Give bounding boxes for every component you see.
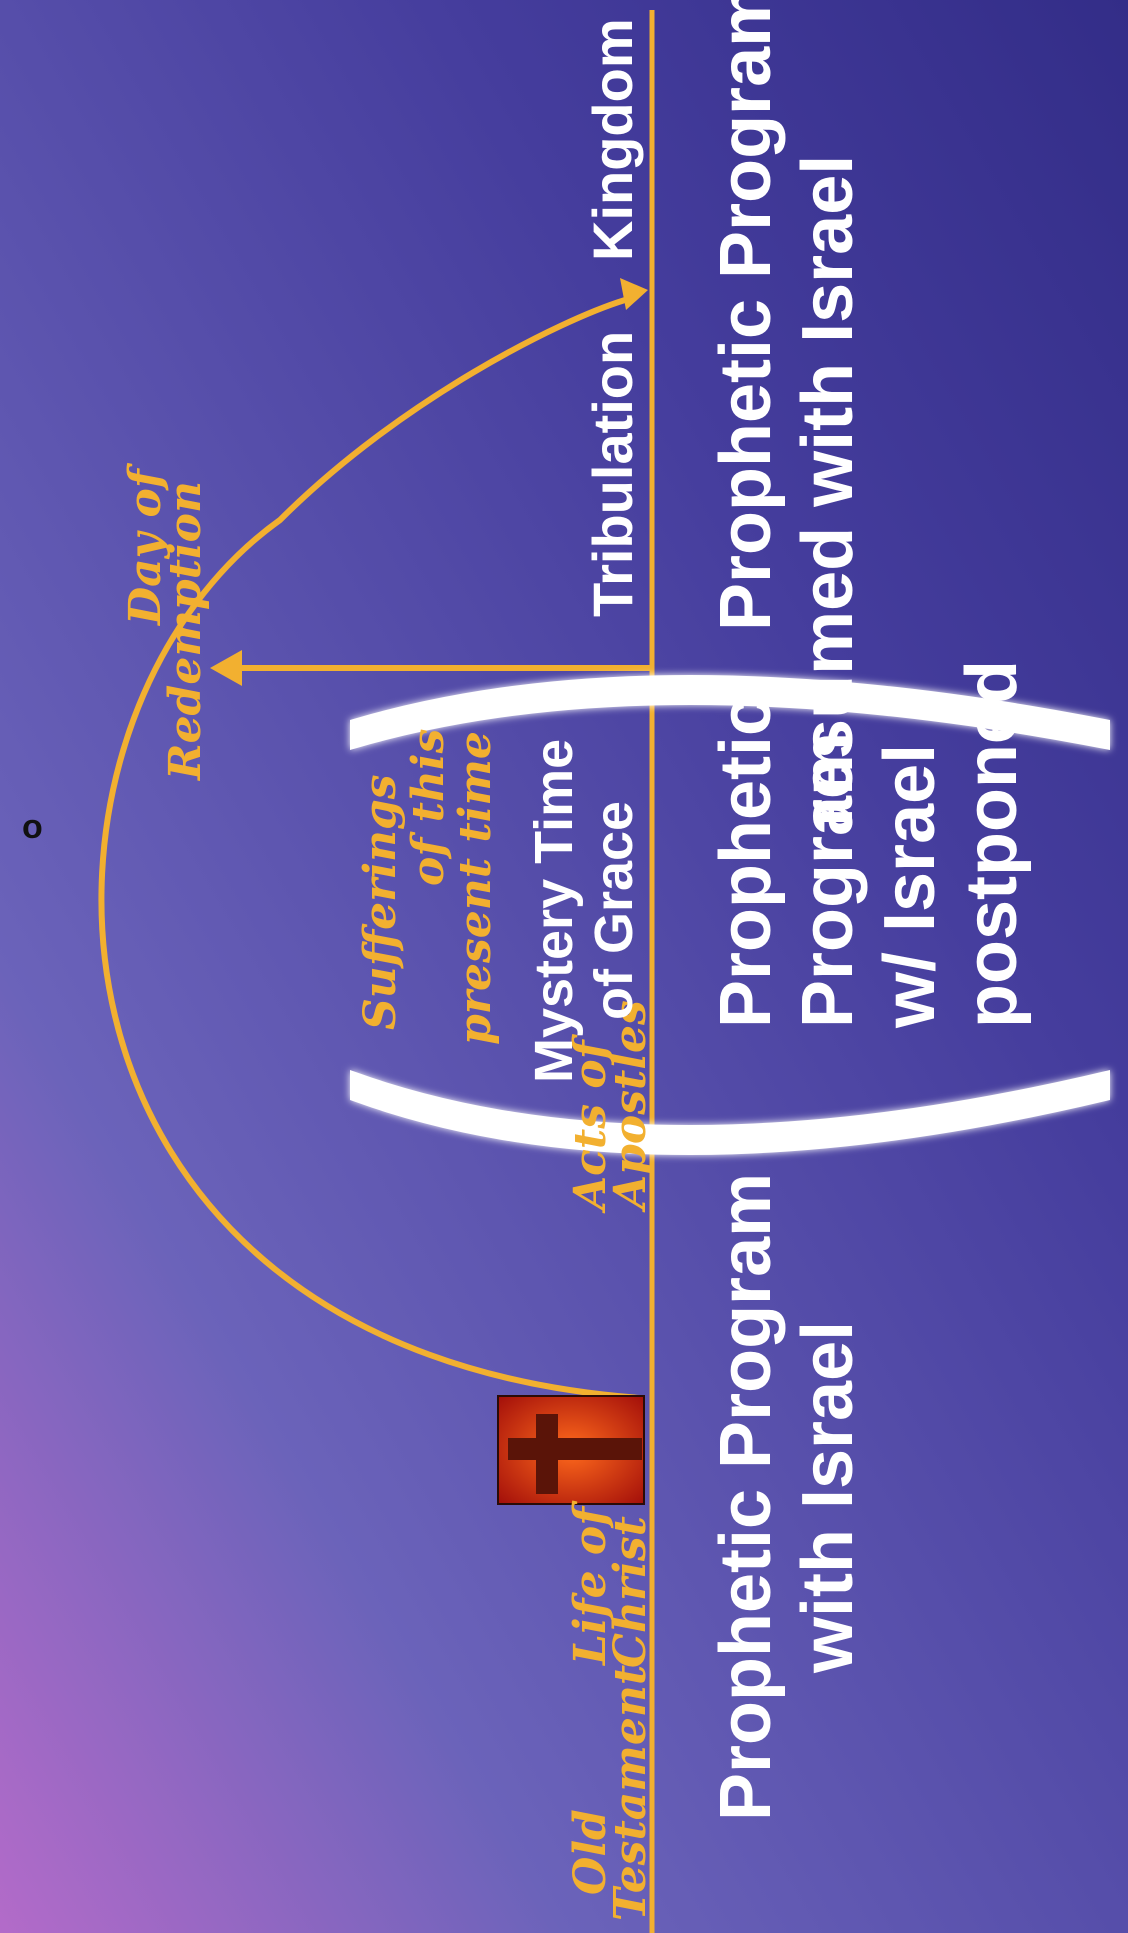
label-christ: Christ [605,1516,656,1668]
label-mystery-time: Mystery Time [524,739,584,1083]
label-program-israel: Prophetic Program [706,1173,786,1821]
label-old-testament: Old [565,1809,616,1895]
redemption-arc [98,297,641,1401]
redemption-arrowhead [210,650,242,686]
label-apostles: Apostles [605,1000,656,1213]
label-sufferings: Sufferings [355,774,406,1030]
label-acts-of: Acts of [565,1033,616,1214]
label-tribulation: Tribulation [581,331,644,617]
label-of-this: of this [403,729,454,886]
label-testament: Testament [605,1665,656,1921]
label-resumed-program: Prophetic Program [706,0,786,631]
mystery-bracket-right [350,675,1110,750]
label-postponed-prophetic: Prophetic [706,696,786,1028]
label-of-grace: of Grace [584,801,644,1020]
label-with-israel: with Israel [788,1321,868,1674]
label-life-of: Life of [565,1500,616,1667]
label-day-of: Day of [120,462,171,627]
label-present-time: present time [450,731,501,1045]
label-resumed-with-israel: resumed with Israel [788,155,868,827]
label-redemption: Redemption [160,481,211,782]
kingdom-arrowhead [620,278,648,310]
label-kingdom: Kingdom [581,18,644,261]
arc-marker: o [22,808,43,846]
label-postponed-israel: w/ Israel [870,744,950,1029]
mystery-bracket-left [350,1070,1110,1155]
label-postponed: postponed [952,660,1032,1028]
label-postponed-program: Program [788,732,868,1028]
cross-icon [497,1395,645,1505]
